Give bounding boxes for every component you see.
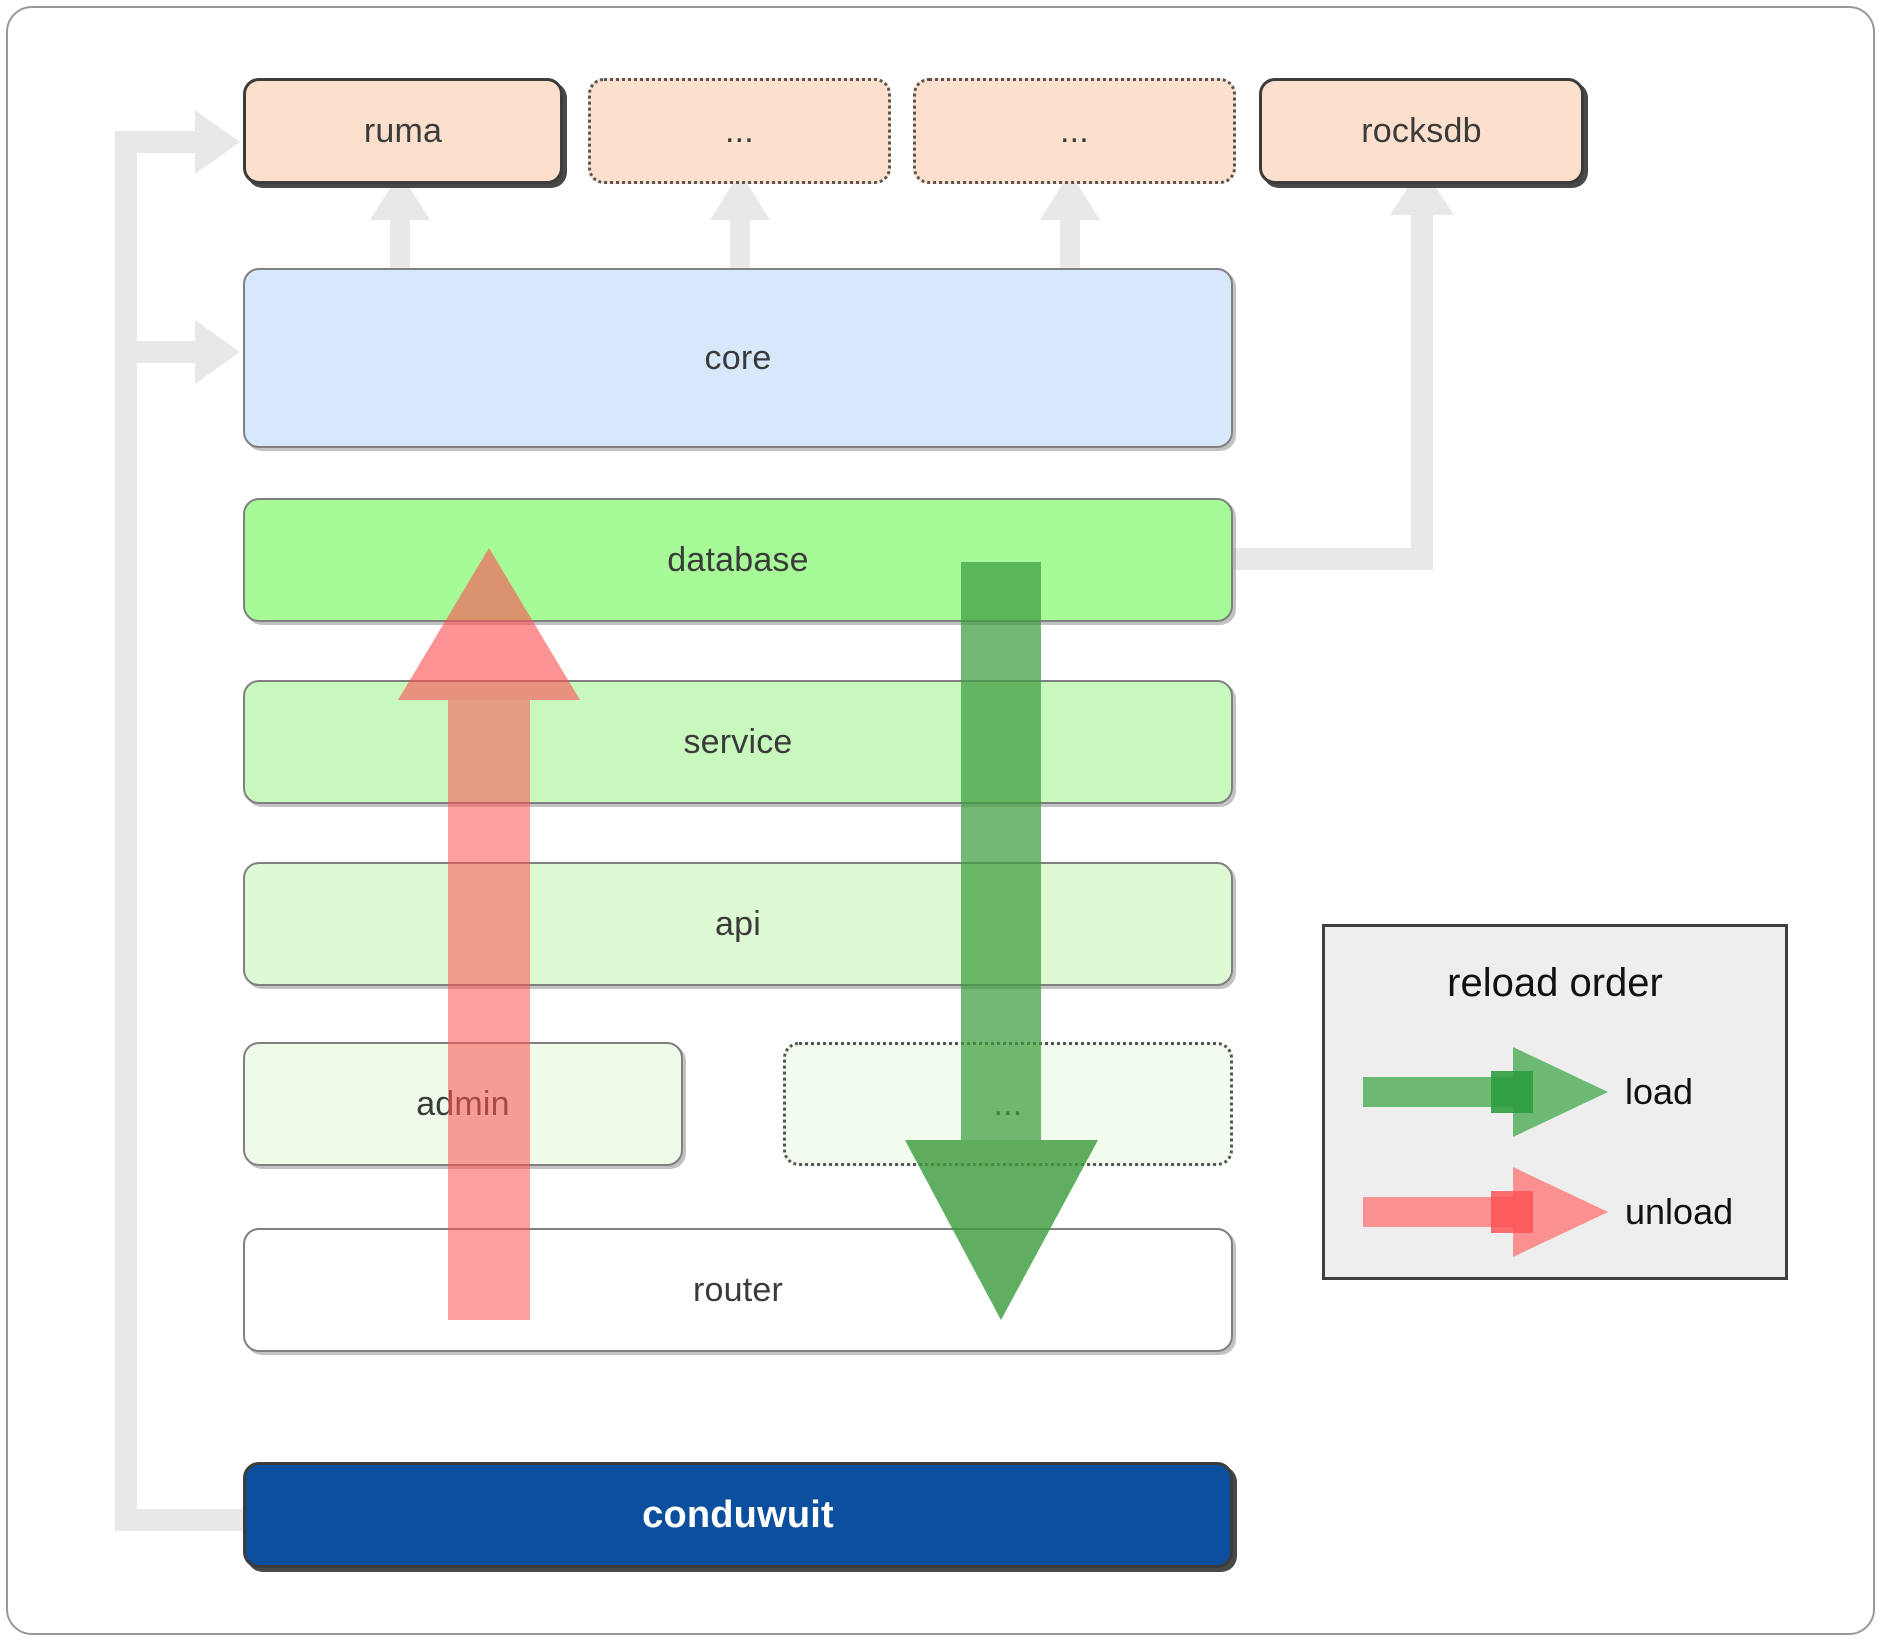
crate-label-core: core (704, 338, 772, 377)
crate-box-core[interactable]: core (243, 268, 1233, 448)
crate-box-conduwuit[interactable]: conduwuit (243, 1462, 1233, 1568)
crate-box-service[interactable]: service (243, 680, 1233, 804)
crate-label-rocksdb: rocksdb (1361, 111, 1482, 150)
crate-label-database: database (667, 540, 809, 579)
crate-label-conduwuit: conduwuit (642, 1493, 834, 1536)
legend-row-unload: unload (1325, 1167, 1785, 1257)
legend-row-load: load (1325, 1047, 1785, 1137)
crate-label-api: api (715, 904, 761, 943)
legend-unload-arrow-icon (1363, 1167, 1608, 1257)
diagram-frame (6, 6, 1875, 1635)
crate-label-ellipsis-3: ... (993, 1084, 1023, 1123)
crate-label-service: service (683, 722, 793, 761)
crate-label-ruma: ruma (363, 111, 443, 150)
crate-box-router[interactable]: router (243, 1228, 1233, 1352)
legend-panel: reload order load unload (1322, 924, 1788, 1280)
crate-box-admin[interactable]: admin (243, 1042, 683, 1166)
legend-load-arrow-icon (1363, 1047, 1608, 1137)
legend-label-load: load (1625, 1071, 1694, 1112)
crate-label-ellipsis-1: ... (725, 111, 754, 150)
crate-label-router: router (692, 1270, 784, 1309)
crate-box-database[interactable]: database (243, 498, 1233, 622)
crate-label-admin: admin (416, 1084, 510, 1123)
legend-title: reload order (1447, 961, 1663, 1005)
crate-label-ellipsis-2: ... (1060, 111, 1089, 150)
crate-box-ruma[interactable]: ruma (243, 78, 563, 184)
legend-label-unload: unload (1625, 1191, 1734, 1232)
crate-box-api[interactable]: api (243, 862, 1233, 986)
crate-box-ellipsis-2[interactable]: ... (913, 78, 1236, 184)
crate-box-ellipsis-3[interactable]: ... (783, 1042, 1233, 1166)
crate-box-rocksdb[interactable]: rocksdb (1259, 78, 1584, 184)
crate-box-ellipsis-1[interactable]: ... (588, 78, 891, 184)
